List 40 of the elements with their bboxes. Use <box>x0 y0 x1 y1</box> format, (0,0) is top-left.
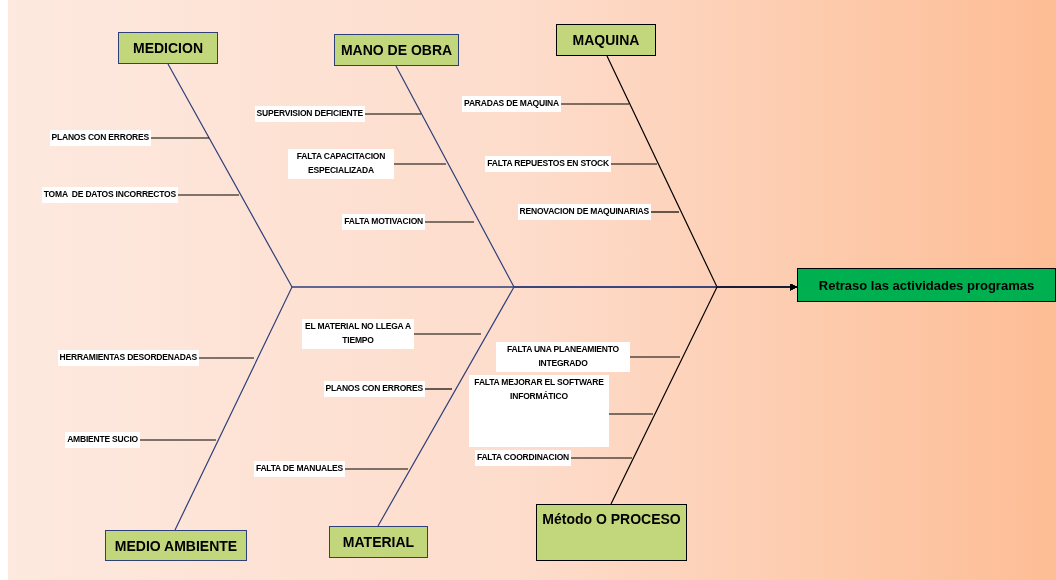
cause-label: HERRAMIENTAS DESORDENADAS <box>57 350 199 366</box>
bone-arrow <box>610 283 798 505</box>
cause-label: SUPERVISION DEFICIENTE <box>254 106 365 122</box>
rib-line <box>629 356 681 358</box>
cause-label: TOMA DE DATOS INCORRECTOS <box>41 187 178 203</box>
category-box: MEDICION <box>118 32 218 64</box>
rib-line <box>393 163 447 165</box>
rib-line <box>650 211 680 213</box>
rib-line <box>177 194 240 196</box>
rib-line <box>424 221 475 223</box>
cause-label: PLANOS CON ERRORES <box>323 381 425 397</box>
rib-line <box>139 439 217 441</box>
rib-line <box>344 468 409 470</box>
category-box: MANO DE OBRA <box>334 34 459 66</box>
effect-box: Retraso las actividades programas <box>797 268 1056 302</box>
rib-line <box>424 388 453 390</box>
cause-label: FALTA DE MANUALES <box>253 461 345 477</box>
category-box: MAQUINA <box>556 24 656 56</box>
cause-label: FALTA MEJORAR EL SOFTWARE INFORMÁTICO <box>469 375 609 447</box>
rib-line <box>610 163 658 165</box>
category-box: MATERIAL <box>329 526 428 558</box>
rib-line <box>413 333 482 335</box>
rib-line <box>150 137 210 139</box>
rib-line <box>364 113 422 115</box>
cause-label: FALTA UNA PLANEAMIENTO INTEGRADO <box>496 342 630 372</box>
cause-label: EL MATERIAL NO LLEGA A TIEMPO <box>302 319 414 349</box>
rib-line <box>608 413 654 415</box>
cause-label: FALTA REPUESTOS EN STOCK <box>485 156 611 172</box>
cause-label: PLANOS CON ERRORES <box>49 130 151 146</box>
cause-label: FALTA MOTIVACION <box>342 214 425 230</box>
rib-line <box>560 103 630 105</box>
cause-label: AMBIENTE SUCIO <box>65 432 140 448</box>
cause-label: FALTA CAPACITACION ESPECIALIZADA <box>288 149 394 179</box>
category-box: MEDIO AMBIENTE <box>105 530 247 561</box>
cause-label: RENOVACION DE MAQUINARIAS <box>517 204 651 220</box>
cause-label: FALTA COORDINACION <box>474 450 571 466</box>
category-box: Método O PROCESO <box>536 504 687 561</box>
rib-line <box>570 457 633 459</box>
cause-label: PARADAS DE MAQUINA <box>462 96 561 112</box>
rib-line <box>198 357 255 359</box>
